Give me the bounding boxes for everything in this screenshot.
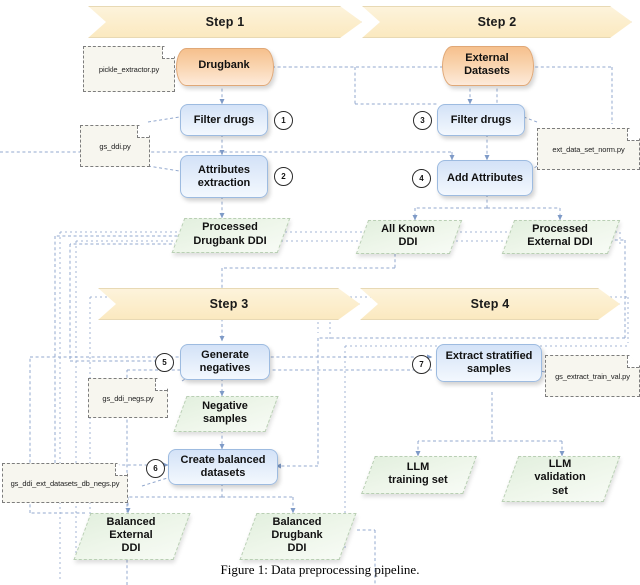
external-datasets-shape: [442, 46, 534, 86]
negative-samples-label: Negative samples: [202, 399, 248, 425]
data-processed-drugbank-ddi[interactable]: Processed Drugbank DDI: [171, 218, 291, 253]
data-balanced-drugbank-ddi[interactable]: Balanced Drugbank DDI: [239, 513, 357, 560]
step-number-3-label: 3: [420, 116, 425, 125]
step-number-5-label: 5: [162, 358, 167, 367]
step-number-7: 7: [412, 355, 431, 374]
leader-gs-ddi-ext: [141, 473, 181, 487]
leader-gs-ddi-a: [147, 115, 187, 123]
extract-stratified-samples-label: Extract stratified samples: [445, 350, 533, 375]
filter-drugs-2-label: Filter drugs: [450, 113, 512, 126]
step-number-3: 3: [413, 111, 432, 130]
external-datasets-label: External Datasets: [464, 51, 510, 77]
all-known-ddi-label-wrap: All Known DDI: [362, 220, 454, 252]
note-gs-ddi[interactable]: gs_ddi.py: [80, 125, 150, 167]
note-pickle-extractor-label: pickle_extractor.py: [98, 64, 160, 74]
figure-caption: Figure 1: Data preprocessing pipeline.: [0, 562, 640, 578]
process-filter-drugs-2[interactable]: Filter drugs: [437, 104, 525, 136]
banner-step-2-label: Step 2: [477, 15, 517, 29]
processed-drugbank-ddi-label: Processed Drugbank DDI: [193, 221, 267, 247]
data-all-known-ddi[interactable]: All Known DDI: [355, 220, 463, 254]
note-gs-ddi-negs[interactable]: gs_ddi_negs.py: [88, 378, 168, 418]
balanced-drugbank-ddi-label: Balanced Drugbank DDI: [271, 515, 323, 555]
balanced-external-ddi-label: Balanced External DDI: [106, 515, 156, 555]
process-create-balanced-datasets[interactable]: Create balanced datasets: [168, 449, 278, 485]
step-number-2-label: 2: [281, 172, 286, 181]
note-gs-ddi-ext-datasets-db-negs-label: gs_ddi_ext_datasets_db_negs.py: [10, 478, 120, 488]
step-number-7-label: 7: [419, 360, 424, 369]
note-pickle-extractor[interactable]: pickle_extractor.py: [83, 46, 175, 92]
process-filter-drugs-1[interactable]: Filter drugs: [180, 104, 268, 136]
note-gs-ddi-label: gs_ddi.py: [99, 141, 131, 151]
banner-step-1-label: Step 1: [205, 15, 245, 29]
processed-external-ddi-label-wrap: Processed External DDI: [508, 220, 612, 252]
banner-step-4: Step 4: [360, 288, 620, 320]
attributes-extraction-label: Attributes extraction: [197, 163, 251, 189]
process-add-attributes[interactable]: Add Attributes: [437, 160, 533, 196]
banner-step-2: Step 2: [362, 6, 632, 38]
note-gs-extract-train-val[interactable]: gs_extract_train_val.py: [545, 355, 640, 397]
data-llm-training-set[interactable]: LLM training set: [361, 456, 477, 494]
step-number-4: 4: [412, 169, 431, 188]
banner-step-4-label: Step 4: [470, 297, 510, 311]
figure-caption-text: Figure 1: Data preprocessing pipeline.: [220, 562, 420, 577]
data-balanced-external-ddi[interactable]: Balanced External DDI: [73, 513, 191, 560]
step-number-2: 2: [274, 167, 293, 186]
leader-gs-ddi-b: [147, 165, 187, 173]
step-number-1-label: 1: [281, 116, 286, 125]
data-processed-external-ddi[interactable]: Processed External DDI: [501, 220, 621, 254]
negative-samples-label-wrap: Negative samples: [180, 396, 270, 430]
drugbank-label: Drugbank: [198, 59, 250, 72]
banner-step-3-label: Step 3: [209, 297, 249, 311]
step-number-6-label: 6: [153, 464, 158, 473]
banner-step-3: Step 3: [98, 288, 360, 320]
generate-negatives-label: Generate negatives: [199, 349, 251, 374]
processed-external-ddi-label: Processed External DDI: [527, 222, 593, 248]
data-negative-samples[interactable]: Negative samples: [173, 396, 279, 432]
add-attributes-label: Add Attributes: [447, 171, 523, 184]
note-gs-ddi-negs-label: gs_ddi_negs.py: [102, 393, 154, 403]
step-number-1: 1: [274, 111, 293, 130]
filter-drugs-1-label: Filter drugs: [193, 113, 255, 126]
processed-drugbank-ddi-label-wrap: Processed Drugbank DDI: [178, 218, 282, 251]
datastore-external-datasets[interactable]: External Datasets: [442, 46, 534, 86]
note-ext-data-set-norm[interactable]: ext_data_set_norm.py: [537, 128, 640, 170]
note-gs-ddi-ext-datasets-db-negs[interactable]: gs_ddi_ext_datasets_db_negs.py: [2, 463, 128, 503]
llm-validation-set-label-wrap: LLM validation set: [510, 456, 610, 500]
process-generate-negatives[interactable]: Generate negatives: [180, 344, 270, 380]
llm-training-set-label-wrap: LLM training set: [368, 456, 468, 492]
banner-step-1: Step 1: [88, 6, 362, 38]
external-datasets-label-wrap: External Datasets: [442, 46, 532, 84]
datastore-drugbank[interactable]: Drugbank: [176, 48, 274, 86]
llm-validation-set-label: LLM validation set: [534, 458, 586, 497]
note-gs-extract-train-val-label: gs_extract_train_val.py: [555, 371, 630, 381]
drugbank-shape: [176, 48, 274, 86]
process-extract-stratified-samples[interactable]: Extract stratified samples: [436, 344, 542, 382]
leader-ext-data-set-norm-b: [522, 165, 538, 177]
data-llm-validation-set[interactable]: LLM validation set: [501, 456, 621, 502]
llm-training-set-label: LLM training set: [388, 460, 448, 486]
drugbank-label-wrap: Drugbank: [176, 48, 272, 84]
all-known-ddi-label: All Known DDI: [381, 222, 435, 248]
balanced-drugbank-ddi-label-wrap: Balanced Drugbank DDI: [248, 513, 346, 558]
step-number-5: 5: [155, 353, 174, 372]
step-number-6: 6: [146, 459, 165, 478]
balanced-external-ddi-label-wrap: Balanced External DDI: [82, 513, 180, 558]
process-attributes-extraction[interactable]: Attributes extraction: [180, 155, 268, 198]
leader-ext-data-set-norm: [520, 115, 538, 123]
create-balanced-datasets-label: Create balanced datasets: [180, 454, 266, 479]
step-number-4-label: 4: [419, 174, 424, 183]
note-ext-data-set-norm-label: ext_data_set_norm.py: [552, 144, 625, 154]
